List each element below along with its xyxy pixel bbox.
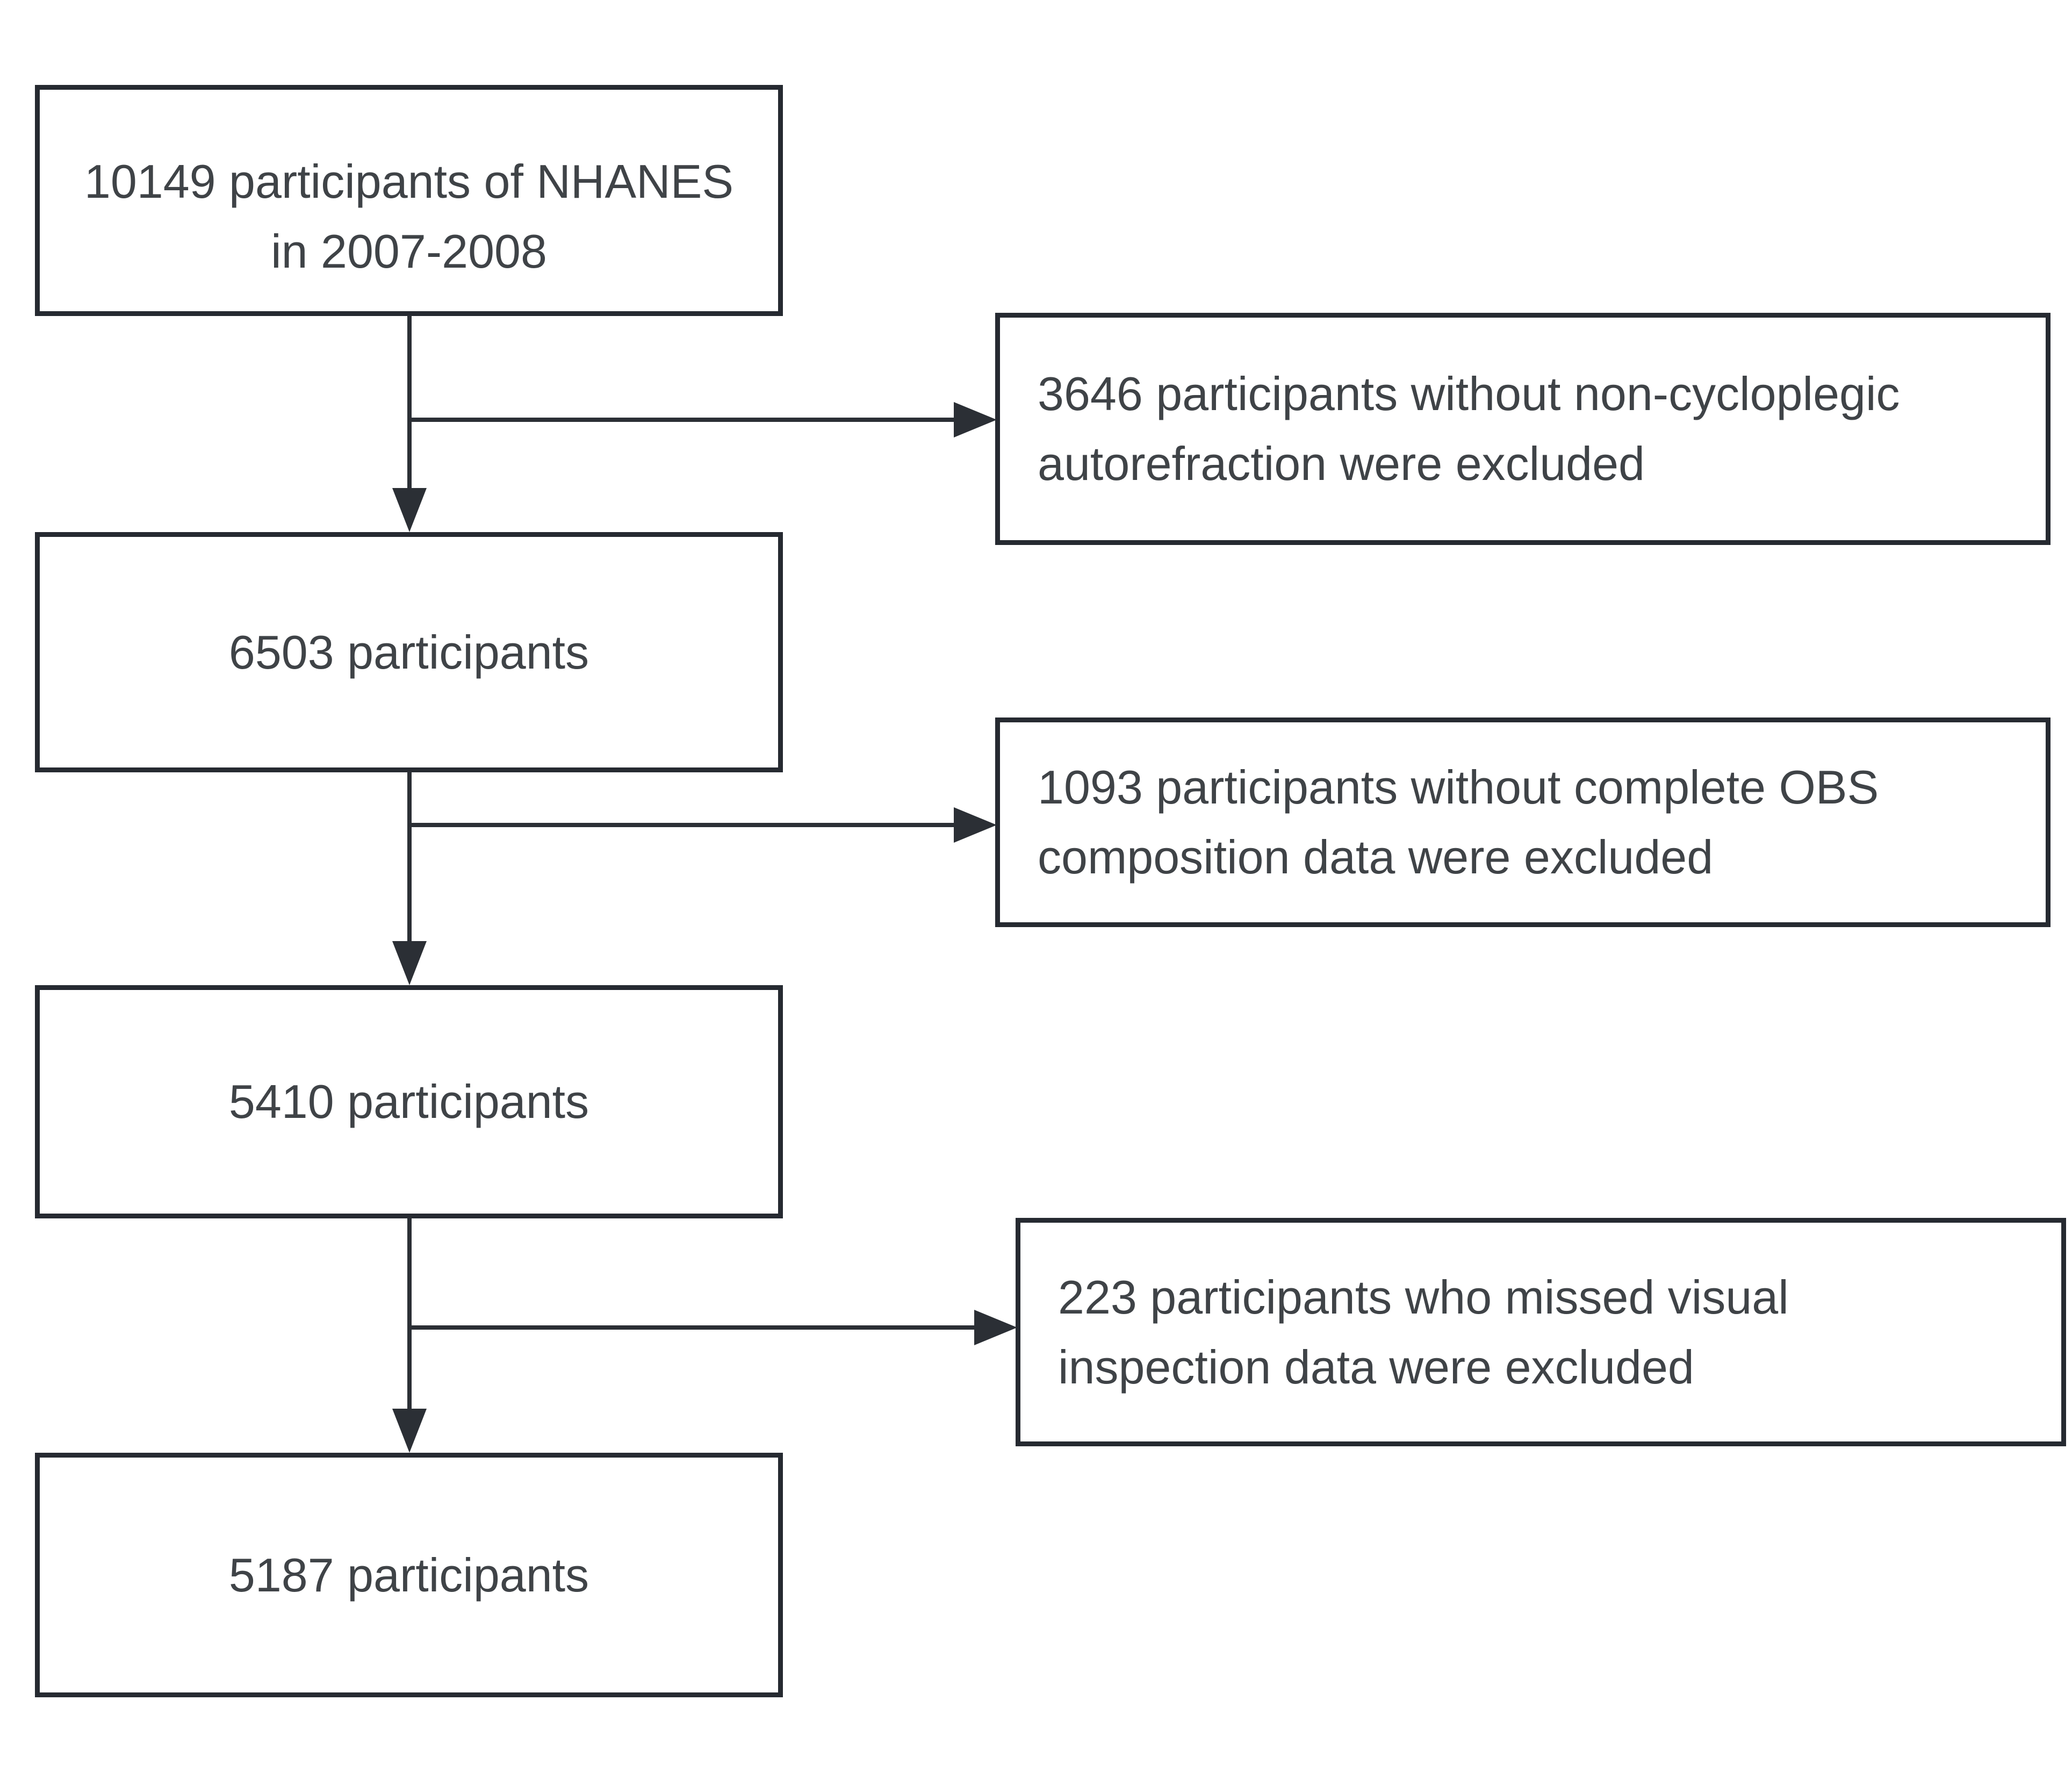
flow-box-initial-cohort: 10149 participants of NHANES in 2007-200… (35, 85, 783, 316)
exclusion-box-text-line: 223 participants who missed visual (1058, 1270, 1789, 1324)
arrowhead-right-icon (974, 1310, 1017, 1345)
connector-line-vertical-2 (407, 771, 412, 945)
flow-box-after-second-exclusion: 5410 participants (35, 985, 783, 1218)
exclusion-box-autorefraction: 3646 participants without non-cycloplegi… (995, 313, 2051, 545)
flow-box-text-line: 6503 participants (228, 625, 589, 679)
connector-line-vertical-3 (407, 1217, 412, 1414)
connector-line-horizontal-1 (407, 418, 956, 422)
flow-box-text-line: 5410 participants (228, 1075, 589, 1128)
flow-box-final-cohort: 5187 participants (35, 1453, 783, 1697)
flow-box-text-line: 5187 participants (228, 1548, 589, 1602)
exclusion-box-text-line: 3646 participants without non-cycloplegi… (1038, 367, 1900, 420)
arrowhead-down-icon (392, 1409, 427, 1453)
flow-box-text-line: 10149 participants of NHANES (84, 155, 734, 208)
exclusion-box-text-line: autorefraction were excluded (1038, 437, 1645, 490)
connector-line-horizontal-2 (407, 823, 956, 827)
arrowhead-right-icon (954, 807, 997, 843)
connector-line-vertical-1 (407, 315, 412, 492)
exclusion-box-obs-composition: 1093 participants without complete OBS c… (995, 718, 2051, 927)
connector-line-horizontal-3 (407, 1325, 979, 1330)
arrowhead-right-icon (954, 402, 997, 437)
exclusion-box-text-line: 1093 participants without complete OBS (1038, 760, 1879, 814)
arrowhead-down-icon (392, 941, 427, 985)
exclusion-box-visual-inspection: 223 participants who missed visual inspe… (1016, 1218, 2066, 1446)
flow-box-after-first-exclusion: 6503 participants (35, 532, 783, 772)
exclusion-box-text-line: inspection data were excluded (1058, 1340, 1694, 1394)
flow-box-text-line: in 2007-2008 (271, 225, 547, 278)
arrowhead-down-icon (392, 488, 427, 532)
exclusion-box-text-line: composition data were excluded (1038, 830, 1714, 884)
